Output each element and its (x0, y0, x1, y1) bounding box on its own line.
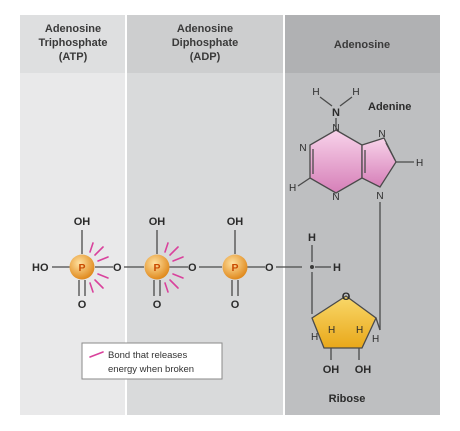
oh-label: OH (74, 216, 91, 228)
oxygen-label: O (78, 299, 87, 311)
linker-h-right: H (333, 262, 341, 274)
phosphate-group-2: OH P O (144, 216, 170, 311)
atp-header-line1: Adenosine (45, 23, 101, 35)
ribose-oh-right: OH (355, 364, 372, 376)
legend-line1: Bond that releases (108, 350, 187, 361)
adenosine-panel (284, 15, 440, 415)
ribose-label: Ribose (329, 393, 366, 405)
oh-label: OH (149, 216, 166, 228)
phosphate-atom (69, 254, 95, 280)
oxygen-label: O (153, 299, 162, 311)
adenosine-header-bg (284, 15, 440, 73)
adp-header-bg (126, 15, 284, 73)
atp-header-line3: (ATP) (59, 51, 88, 63)
phosphate-symbol: P (153, 262, 160, 274)
ribose-sugar: O H H H H OH OH (311, 291, 381, 376)
oxygen-label: O (231, 299, 240, 311)
energy-spark-1 (89, 242, 109, 293)
linker-h-top: H (308, 232, 316, 244)
adp-header-line2: Diphosphate (172, 37, 239, 49)
adenine-h-left: H (289, 183, 296, 194)
ho-label: HO (32, 262, 49, 274)
phosphate-symbol: P (231, 262, 238, 274)
ribose-h-2: H (328, 325, 335, 336)
adenosine-header: Adenosine (334, 39, 390, 51)
amino-h-right: H (352, 87, 359, 98)
phosphate-atom (222, 254, 248, 280)
phosphate-group-1: OH P O (69, 216, 95, 311)
ribose-h-4: H (372, 334, 379, 345)
adenine-ring-n3: N (332, 192, 339, 203)
energy-spark-2 (164, 242, 184, 293)
atp-header-line2: Triphosphate (38, 37, 107, 49)
amino-h-left: H (312, 87, 319, 98)
adenine-h-right: H (416, 158, 423, 169)
legend-spark-icon (89, 351, 104, 358)
ribose-h-3: H (356, 325, 363, 336)
bridge-oxygen-3: O (265, 262, 274, 274)
adenine-label: Adenine (368, 101, 411, 113)
adenine-ring-n2: N (299, 143, 306, 154)
adp-header-line1: Adenosine (177, 23, 233, 35)
oh-label: OH (227, 216, 244, 228)
phosphate-atom (144, 254, 170, 280)
adenine-ring-n5: N (376, 191, 383, 202)
legend: Bond that releases energy when broken (81, 342, 223, 380)
adp-header-line3: (ADP) (190, 51, 221, 63)
legend-line2: energy when broken (108, 364, 194, 375)
bridge-oxygen-2: O (188, 262, 197, 274)
phosphate-group-3: OH P O (222, 216, 248, 311)
ribose-h-1: H (311, 332, 318, 343)
ribose-oh-left: OH (323, 364, 340, 376)
adenine-base: N N N N N (299, 123, 397, 203)
phosphate-symbol: P (78, 262, 85, 274)
bridge-oxygen-1: O (113, 262, 122, 274)
adenine-ring-n4: N (378, 129, 385, 140)
atp-header-bg (20, 15, 126, 73)
amino-n: N (332, 107, 340, 119)
ribose-ring-oxygen: O (342, 291, 351, 303)
